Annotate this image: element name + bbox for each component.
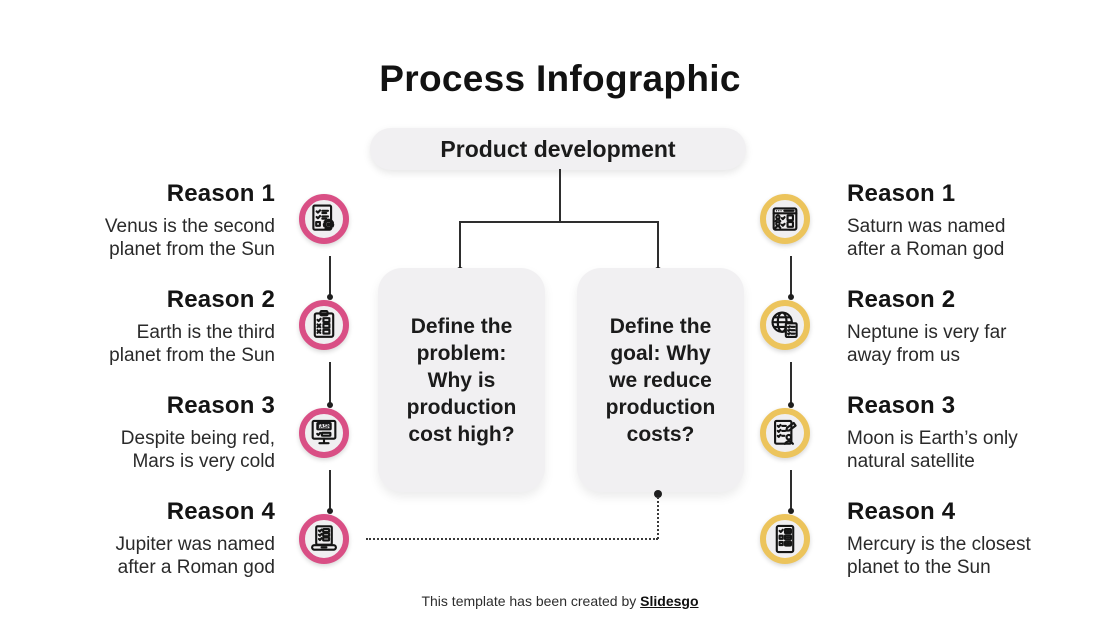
task-monitor-icon: TASK — [311, 419, 337, 445]
root-node-label: Product development — [440, 135, 676, 162]
reason-node-left-2 — [299, 300, 349, 350]
dotted-connector-line — [657, 497, 659, 539]
reason-heading: Reason 1 — [166, 180, 275, 207]
reason-node-right-4 — [760, 514, 810, 564]
globe-checklist-icon — [771, 311, 798, 338]
connector-line — [657, 221, 659, 270]
reason-item-right-3: Reason 3 Moon is Earth’s only natural sa… — [847, 392, 1092, 473]
reason-item-right-4: Reason 4 Mercury is the closest planet t… — [847, 498, 1092, 579]
connector-line — [459, 221, 659, 223]
connector-dot — [327, 508, 333, 514]
reason-node-right-3 — [760, 408, 810, 458]
connector-line — [790, 362, 792, 406]
connector-dot — [327, 402, 333, 408]
reason-node-left-1 — [299, 194, 349, 244]
reason-body: Mercury is the closest planet to the Sun — [847, 534, 1031, 578]
problem-box-text: Define the problem: Why is production co… — [406, 314, 517, 446]
reason-heading: Reason 4 — [166, 498, 275, 525]
goal-box: Define the goal: Why we reduce productio… — [577, 268, 744, 492]
reason-body: Moon is Earth’s only natural satellite — [847, 428, 1018, 472]
reason-body: Earth is the third planet from the Sun — [109, 322, 275, 366]
reason-item-right-2: Reason 2 Neptune is very far away from u… — [847, 286, 1092, 367]
clipboard-checklist-icon — [313, 310, 335, 338]
reason-node-left-3: TASK — [299, 408, 349, 458]
reason-heading: Reason 2 — [166, 286, 275, 313]
reason-item-right-1: Reason 1 Saturn was named after a Roman … — [847, 180, 1092, 261]
reason-item-left-1: Reason 1 Venus is the second planet from… — [30, 180, 275, 261]
reason-node-left-4 — [299, 514, 349, 564]
reason-body: Saturn was named after a Roman god — [847, 216, 1006, 260]
reason-node-right-2 — [760, 300, 810, 350]
checklist-gear-icon — [312, 204, 335, 231]
footer-credit-text: This template has been created by — [421, 593, 641, 609]
reason-heading: Reason 3 — [847, 392, 956, 419]
connector-dot — [788, 402, 794, 408]
footer-credit: This template has been created by Slides… — [0, 593, 1120, 609]
connector-dot — [327, 294, 333, 300]
reason-body: Despite being red, Mars is very cold — [120, 428, 275, 472]
root-node-product-development: Product development — [370, 128, 746, 170]
connector-dot — [788, 508, 794, 514]
connector-line — [790, 256, 792, 298]
reason-body: Jupiter was named after a Roman god — [115, 534, 275, 578]
dotted-connector-line — [366, 538, 658, 540]
connector-line — [329, 256, 331, 298]
connector-line — [329, 362, 331, 406]
reason-item-left-4: Reason 4 Jupiter was named after a Roman… — [30, 498, 275, 579]
page-title: Process Infographic — [379, 58, 741, 99]
connector-dot — [788, 294, 794, 300]
connector-dot — [654, 490, 662, 498]
problem-box: Define the problem: Why is production co… — [378, 268, 545, 492]
slidesgo-link[interactable]: Slidesgo — [640, 593, 699, 609]
connector-line — [329, 470, 331, 512]
reason-item-left-3: Reason 3 Despite being red, Mars is very… — [30, 392, 275, 473]
reason-body: Venus is the second planet from the Sun — [104, 216, 275, 260]
reason-heading: Reason 3 — [166, 392, 275, 419]
reason-heading: Reason 4 — [847, 498, 956, 525]
assignment-person-icon — [774, 419, 797, 445]
checkbox-form-icon — [775, 524, 795, 554]
reason-heading: Reason 2 — [847, 286, 956, 313]
reason-node-right-1 — [760, 194, 810, 244]
user-tasks-window-icon — [772, 207, 798, 231]
laptop-checklist-icon — [311, 525, 337, 551]
reason-heading: Reason 1 — [847, 180, 956, 207]
goal-box-text: Define the goal: Why we reduce productio… — [605, 314, 716, 446]
connector-line — [459, 221, 461, 270]
reason-body: Neptune is very far away from us — [847, 322, 1007, 366]
reason-item-left-2: Reason 2 Earth is the third planet from … — [30, 286, 275, 367]
connector-line — [559, 169, 561, 222]
svg-text:TASK: TASK — [317, 424, 331, 430]
connector-line — [790, 470, 792, 512]
